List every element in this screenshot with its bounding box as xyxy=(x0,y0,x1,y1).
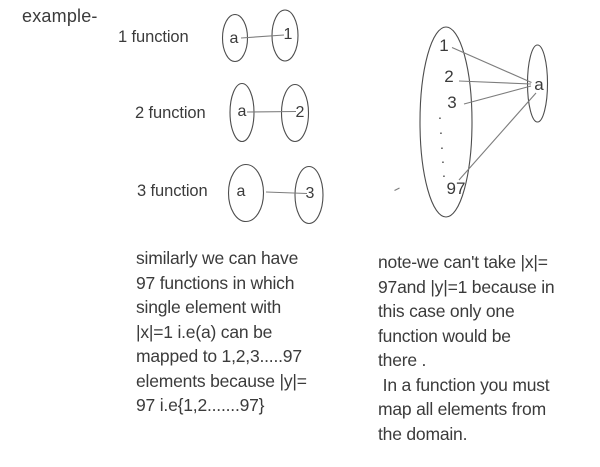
row2-domain-element: a xyxy=(237,103,247,120)
big-codomain-item-a: a xyxy=(534,75,544,94)
note-line: map all elements from xyxy=(378,399,546,419)
note-line: this case only one xyxy=(378,301,515,321)
note-line: note-we can't take |x|= xyxy=(378,252,548,272)
row2-mapping-line xyxy=(246,110,297,113)
big-domain-item-2: 2 xyxy=(444,67,454,86)
map-line-97-to-a xyxy=(458,92,537,181)
stray-pen-mark xyxy=(394,187,400,191)
ellipsis-dot: · xyxy=(441,167,447,183)
row3-domain-element: a xyxy=(236,183,246,200)
row2-label: 2 function xyxy=(135,104,206,122)
big-domain-item-97: 97 xyxy=(446,179,466,198)
ellipsis-dot: · xyxy=(440,153,446,169)
row3-domain-ellipse xyxy=(227,163,265,223)
right-note: note-we can't take |x|= 97and |y|=1 beca… xyxy=(378,250,555,446)
note-line: 97 functions in which xyxy=(136,272,295,293)
map-line-2-to-a xyxy=(458,80,532,85)
note-line: mapped to 1,2,3.....97 xyxy=(136,346,302,366)
note-line: 97and |y|=1 because in xyxy=(378,276,555,297)
row3-codomain-ellipse xyxy=(294,165,324,225)
row3-label: 3 function xyxy=(137,182,208,200)
note-line: the domain. xyxy=(378,423,468,444)
ellipsis-dot: · xyxy=(437,109,443,125)
big-domain-ellipse xyxy=(419,26,473,218)
row1-codomain-element: 1 xyxy=(283,26,293,43)
left-note: similarly we can have 97 functions in wh… xyxy=(136,246,307,418)
ellipsis-dot: · xyxy=(439,139,445,155)
row3-mapping-line xyxy=(265,191,308,195)
ellipsis-dot: · xyxy=(438,124,444,140)
note-line: function would be xyxy=(378,325,511,346)
note-line: there . xyxy=(378,350,427,370)
note-line: In a function you must xyxy=(378,374,550,395)
row2-codomain-ellipse xyxy=(280,83,310,143)
row2-codomain-element: 2 xyxy=(295,104,305,121)
map-line-3-to-a xyxy=(463,85,532,105)
map-line-1-to-a xyxy=(451,46,532,84)
page-title: example- xyxy=(22,6,98,26)
note-line: similarly we can have xyxy=(136,248,299,268)
note-line: elements because |y|= xyxy=(136,370,307,391)
row2-domain-ellipse xyxy=(229,82,255,143)
row1-domain-element: a xyxy=(229,30,239,47)
row1-label: 1 function xyxy=(118,28,189,46)
row3-codomain-element: 3 xyxy=(305,185,315,202)
note-line: |x|=1 i.e(a) can be xyxy=(136,321,273,342)
row1-mapping-line xyxy=(240,34,285,39)
big-domain-item-1: 1 xyxy=(439,36,449,55)
big-domain-item-3: 3 xyxy=(447,93,457,112)
note-line: 97 i.e{1,2.......97} xyxy=(136,395,265,415)
note-line: single element with xyxy=(136,297,282,317)
